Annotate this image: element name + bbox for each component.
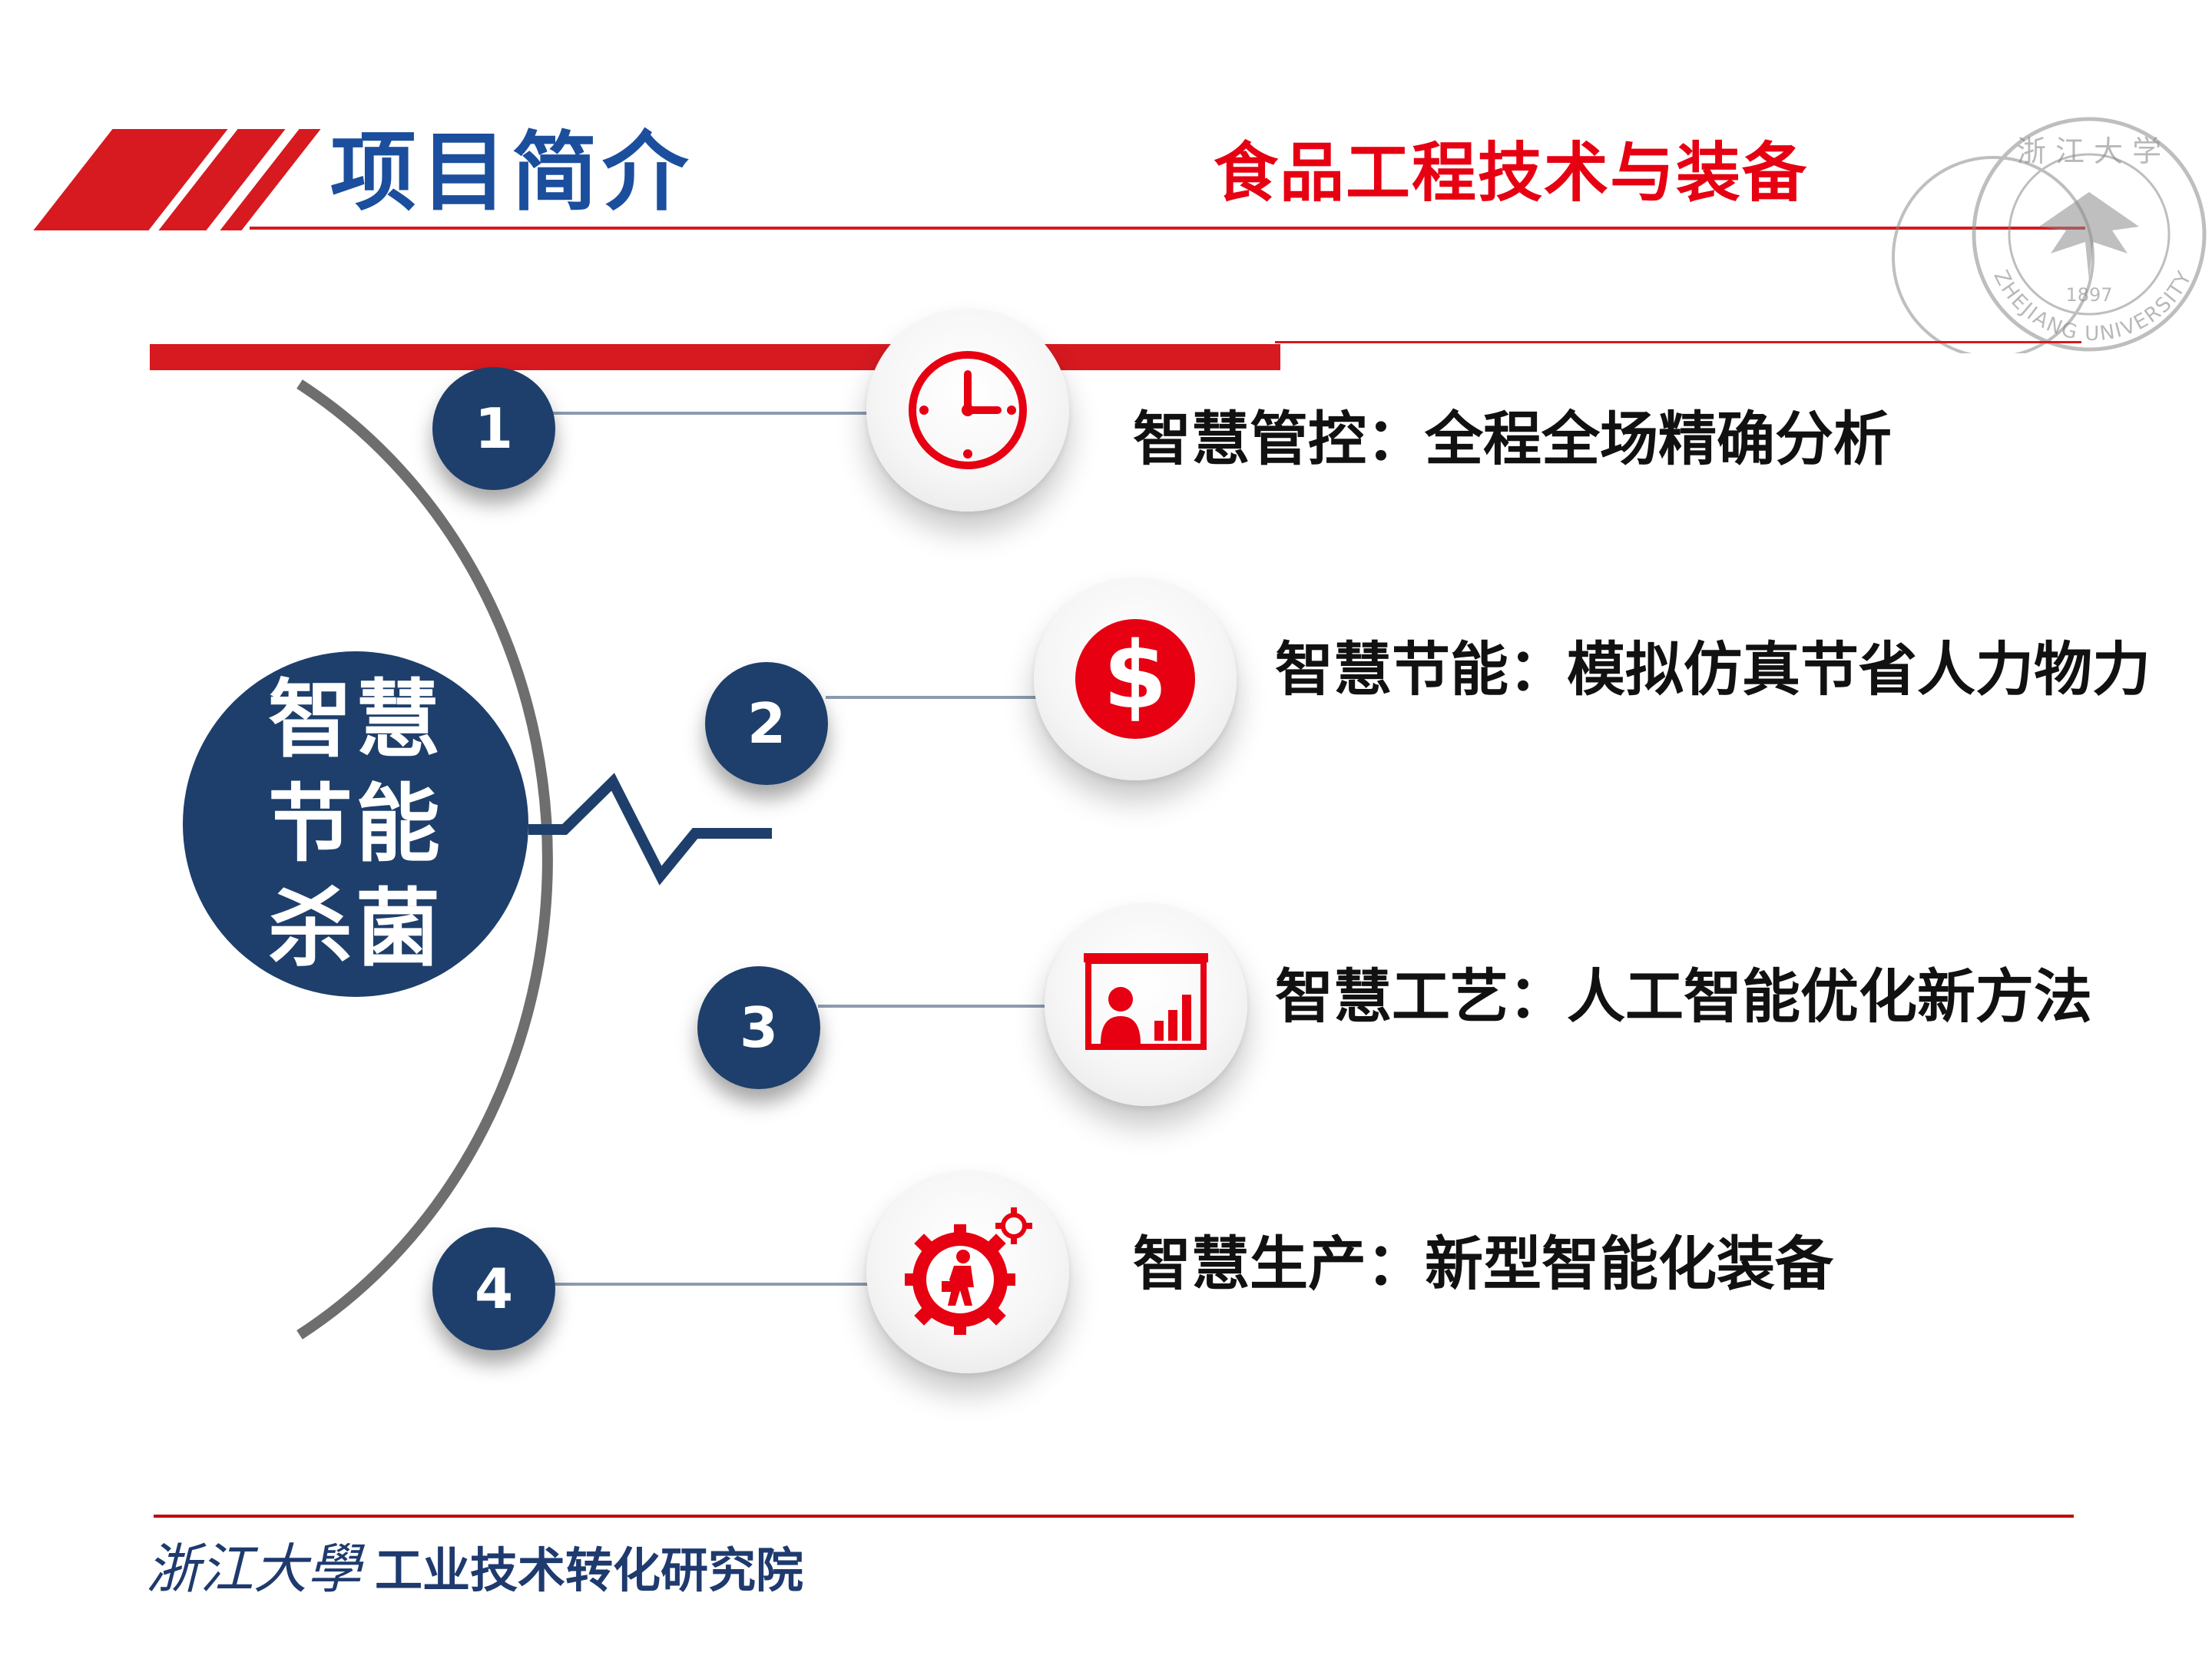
item-2-bubble: $ xyxy=(1034,578,1237,780)
page-subtitle: 食品工程技术与装备 xyxy=(1214,135,1809,210)
svg-text:$: $ xyxy=(1103,623,1167,730)
item-3-bubble xyxy=(1045,903,1247,1106)
step-node-3: 3 xyxy=(697,966,820,1089)
seal-chinese: 浙 江 大 学 xyxy=(2017,134,2161,168)
center-topic-circle: 智慧 节能 杀菌 xyxy=(183,651,528,997)
clock-icon xyxy=(909,351,1027,469)
footer-university-logo: 浙江大學 xyxy=(146,1538,361,1601)
page-title: 项目简介 xyxy=(330,123,693,223)
feature-label-2: 智慧节能：模拟仿真节省人力物力 xyxy=(1275,635,2151,704)
gear-worker-icon xyxy=(905,1207,1032,1335)
footer-divider xyxy=(154,1515,2074,1518)
header-underline xyxy=(250,227,2085,230)
feature-label-3: 智慧工艺：人工智能优化新方法 xyxy=(1275,962,2092,1031)
presentation-icon xyxy=(1084,953,1208,1050)
step-node-2: 2 xyxy=(705,662,828,785)
university-seal-icon: 浙 江 大 学 1897 ZHEJIANG UNIVERSITY xyxy=(1892,117,2207,353)
dollar-icon: $ xyxy=(1075,619,1195,739)
accent-bar-thin xyxy=(1275,341,2081,343)
center-line-3: 杀菌 xyxy=(268,879,443,978)
feature-label-4: 智慧生产：新型智能化装备 xyxy=(1133,1230,1833,1298)
item-1-bubble xyxy=(866,309,1069,512)
footer-institute-name: 工业技术转化研究院 xyxy=(375,1542,804,1598)
seal-year: 1897 xyxy=(2065,284,2112,306)
accent-bar-thick xyxy=(150,344,1280,370)
step-node-1: 1 xyxy=(432,367,555,490)
center-line-2: 节能 xyxy=(268,775,443,873)
feature-label-1: 智慧管控：全程全场精确分析 xyxy=(1133,405,1892,473)
item-4-bubble xyxy=(866,1171,1069,1373)
step-node-4: 4 xyxy=(432,1227,555,1350)
center-line-1: 智慧 xyxy=(268,671,443,769)
